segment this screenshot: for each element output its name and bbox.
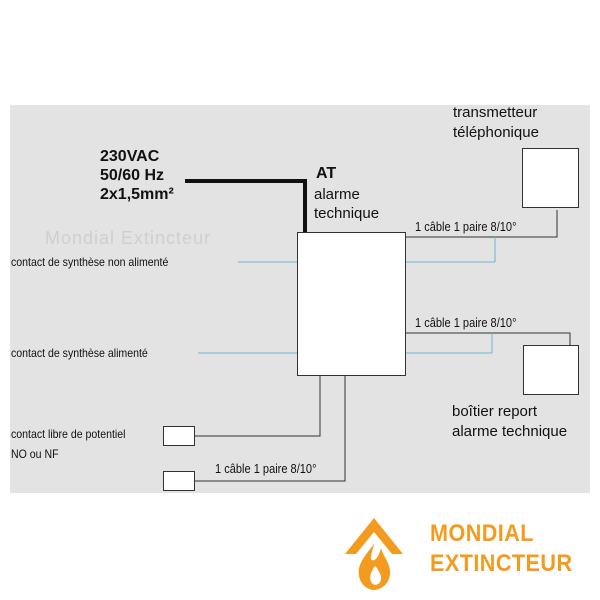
report-line2: alarme technique [452,423,568,440]
report-line1: boîtier report [452,403,538,420]
report-label: boîtier report alarme technique [452,402,567,442]
brand-wordmark: MONDIAL EXTINCTEUR [430,519,573,579]
cable-bottom-label: 1 câble 1 paire 8/10° [215,461,317,476]
supply-label: 230VAC 50/60 Hz 2x1,5mm² [100,147,174,204]
central-line2: technique [314,205,380,222]
supply-section: 2x1,5mm² [100,186,174,203]
brand-line1: MONDIAL [430,520,534,547]
central-line1: alarme [314,186,360,203]
power-cable [185,179,307,232]
alarm-central-box [297,232,406,376]
input-powered-label: contact de synthèse alimenté [11,346,148,360]
central-label: alarme technique [314,185,379,223]
transmitter-label: transmetteur téléphonique [453,103,539,143]
cable-bottom [195,375,346,482]
free-contact-label: contact libre de potentiel NO ou NF [11,424,125,464]
transmitter-line1: transmetteur [453,104,538,121]
flame-logo-icon [345,518,403,590]
brand-line2: EXTINCTEUR [430,550,573,577]
input-non-powered-label: contact de synthèse non alimenté [11,255,169,269]
supply-voltage: 230VAC [100,148,160,165]
free-contact-line2: NO ou NF [11,447,59,461]
cable-top [405,210,558,238]
cable-top-label: 1 câble 1 paire 8/10° [415,219,517,234]
report-box [523,345,579,395]
supply-frequency: 50/60 Hz [100,167,165,184]
transmitter-line2: téléphonique [453,124,539,141]
watermark: Mondial Extincteur [45,228,212,248]
cable-free-contact [195,375,321,437]
bottom-contact-box [163,471,195,491]
free-contact-box [163,426,195,446]
central-code: AT [316,165,337,182]
transmitter-box [522,148,579,208]
free-contact-line1: contact libre de potentiel [11,427,126,441]
cable-middle-label: 1 câble 1 paire 8/10° [415,315,517,330]
cable-middle [405,332,571,345]
